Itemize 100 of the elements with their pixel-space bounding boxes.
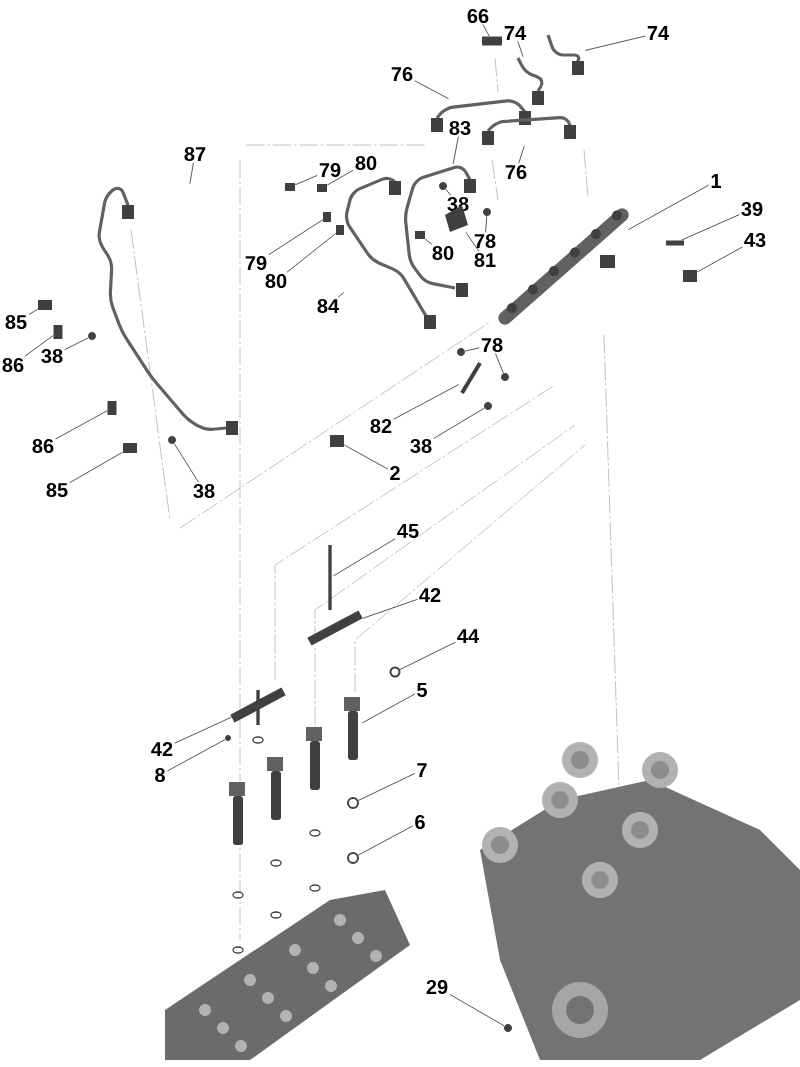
callout-number: 45 — [397, 524, 419, 538]
screw — [457, 348, 465, 356]
callout-number: 5 — [417, 683, 427, 697]
fuel-pipe — [516, 57, 544, 105]
plug — [504, 1024, 512, 1032]
leader-line — [362, 599, 418, 619]
callout-number: 44 — [457, 629, 479, 643]
pin — [225, 735, 231, 741]
callout-number: 38 — [193, 483, 215, 499]
leader-line — [680, 214, 740, 241]
callout-number: 42 — [151, 742, 173, 756]
leader-line — [433, 407, 485, 439]
callout-number: 29 — [426, 979, 448, 995]
leader-line — [361, 693, 416, 724]
callout-number: 87 — [184, 146, 206, 162]
callout-number: 79 — [319, 162, 341, 178]
callout-number: 83 — [449, 120, 471, 136]
leader-line — [55, 410, 108, 440]
leader-line — [399, 641, 456, 670]
clip — [323, 212, 331, 222]
clip — [38, 300, 52, 310]
bolt — [666, 240, 684, 246]
washer — [347, 797, 359, 809]
leader-line — [332, 538, 396, 577]
leader-line — [64, 337, 89, 350]
plug — [683, 270, 697, 282]
leader-line — [357, 825, 414, 856]
bracket — [460, 362, 482, 395]
leader-line — [424, 238, 433, 245]
callout-number: 74 — [647, 26, 669, 40]
leader-line — [189, 162, 194, 185]
injector — [344, 697, 360, 760]
callout-number: 85 — [46, 482, 68, 498]
fuel-rail — [498, 208, 629, 325]
bolt — [328, 545, 332, 610]
clip — [336, 225, 344, 235]
leader-line — [482, 24, 490, 37]
callout-number: 66 — [467, 8, 489, 24]
leader-line — [69, 451, 124, 484]
clip — [317, 184, 327, 192]
leader-line — [286, 233, 337, 273]
leader-line — [449, 994, 505, 1027]
callout-number: 85 — [5, 314, 27, 330]
callout-number: 86 — [32, 438, 54, 454]
nut — [483, 208, 491, 216]
callout-number: 76 — [391, 66, 413, 82]
leader-line — [495, 353, 504, 374]
callout-number: 42 — [419, 588, 441, 602]
leader-line — [28, 308, 39, 315]
sleeve — [482, 36, 502, 46]
callout-number: 86 — [2, 357, 24, 373]
callout-number: 84 — [317, 298, 339, 314]
callout-number: 43 — [744, 232, 766, 248]
leader-line — [337, 292, 345, 298]
screw — [484, 402, 492, 410]
clamp — [230, 687, 286, 723]
plug — [330, 435, 344, 447]
callout-number: 79 — [245, 255, 267, 271]
callout-number: 81 — [474, 252, 496, 268]
callout-number: 76 — [505, 164, 527, 180]
leader-line — [166, 739, 226, 772]
callout-number: 2 — [390, 466, 400, 480]
sleeve — [53, 325, 63, 339]
leader-line — [517, 41, 524, 58]
leader-line — [485, 215, 488, 233]
leader-line — [174, 716, 232, 744]
callout-number: 80 — [355, 155, 377, 171]
callout-number: 7 — [417, 763, 427, 777]
clip — [123, 443, 137, 453]
leader-line — [465, 231, 480, 252]
leader-line — [358, 773, 416, 801]
leader-line — [464, 347, 480, 352]
callout-number: 38 — [41, 348, 63, 364]
leader-line — [326, 169, 354, 186]
callout-number: 74 — [504, 26, 526, 40]
callout-number: 38 — [410, 438, 432, 454]
fuel-pipe — [546, 34, 584, 75]
leader-line — [518, 145, 525, 164]
leader-line — [584, 35, 646, 51]
leader-line — [268, 219, 324, 256]
clamp — [307, 610, 363, 646]
callout-number: 78 — [474, 233, 496, 249]
washer — [347, 852, 359, 864]
leader-line — [627, 184, 710, 231]
callout-number: 78 — [481, 337, 503, 353]
clip — [285, 183, 295, 191]
clip — [415, 231, 425, 239]
screw — [501, 373, 509, 381]
leader-line — [414, 80, 449, 100]
callout-number: 39 — [741, 201, 763, 217]
leader-line — [24, 335, 54, 357]
callout-number: 80 — [265, 273, 287, 289]
leader-line — [343, 444, 389, 470]
leader-line — [393, 384, 460, 420]
screw — [88, 332, 96, 340]
leader-line — [445, 188, 452, 196]
leader-line — [696, 246, 743, 273]
fuel-pipe — [97, 186, 238, 435]
fuel-pipe — [482, 115, 576, 145]
callout-number: 6 — [415, 814, 425, 830]
